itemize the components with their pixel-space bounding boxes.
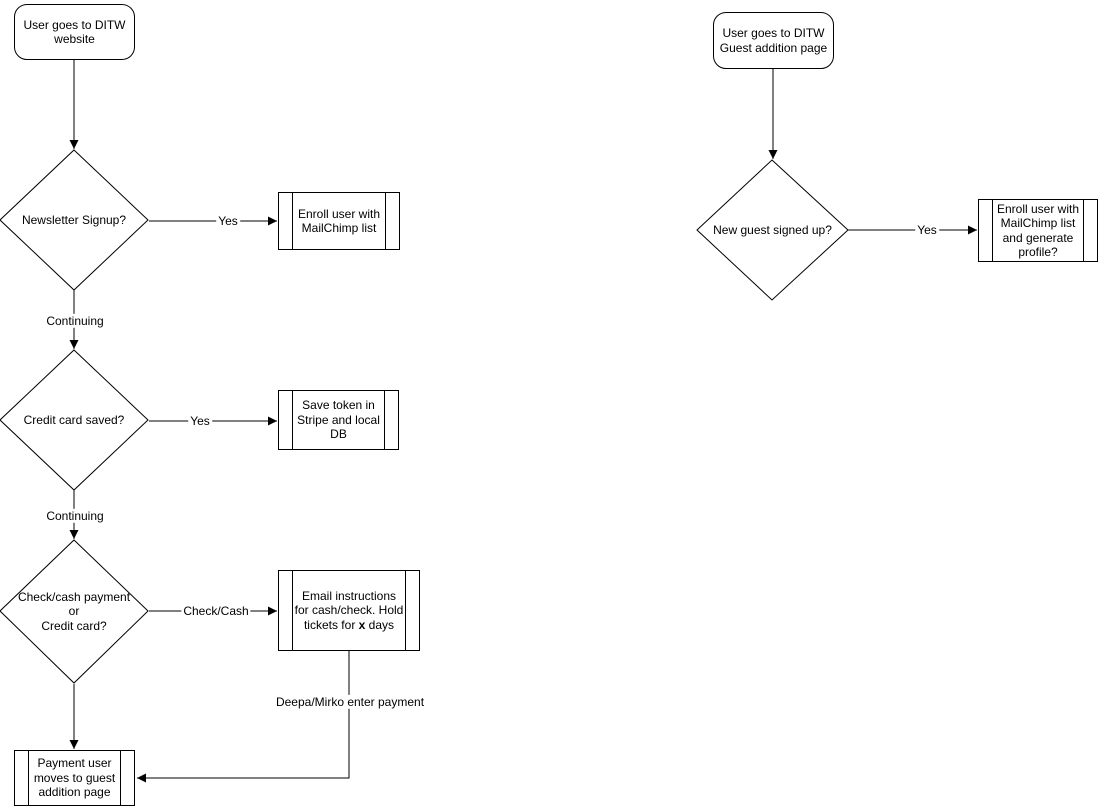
process-email-instructions: Email instructions for cash/check. Hold …: [278, 570, 420, 651]
process-payment-user-guest-page-label: Payment user moves to guest addition pag…: [33, 756, 116, 800]
edge-label-deepa-mirko: Deepa/Mirko enter payment: [273, 694, 427, 710]
process-enroll-generate-profile: Enroll user with MailChimp list and gene…: [978, 199, 1098, 262]
edge-email-to-paymentuser: [137, 651, 350, 783]
start-node-guest-addition-label: User goes to DITW Guest addition page: [719, 26, 828, 55]
decision-payment-method-shape: [0, 539, 149, 684]
edge-label-check-cash: Check/Cash: [181, 603, 251, 619]
edge-label-continuing-2: Continuing: [44, 508, 106, 524]
process-save-token: Save token in Stripe and local DB: [278, 390, 399, 450]
edge-label-yes-creditcard: Yes: [188, 413, 212, 429]
edge-label-continuing-1: Continuing: [44, 313, 106, 329]
decision-newsletter-signup-shape: [0, 149, 149, 291]
decision-new-guest-shape: [696, 159, 849, 301]
start-node-label: User goes to DITW website: [23, 17, 126, 46]
process-save-token-label: Save token in Stripe and local DB: [297, 398, 380, 442]
process-enroll-generate-profile-label: Enroll user with MailChimp list and gene…: [996, 201, 1080, 259]
process-email-instructions-label: Email instructions for cash/check. Hold …: [294, 588, 404, 632]
edge-label-yes-newsletter: Yes: [216, 213, 240, 229]
start-node-user-goes-to-ditw-website: User goes to DITW website: [14, 4, 135, 60]
process-enroll-mailchimp: Enroll user with MailChimp list: [278, 192, 400, 250]
start-node-user-goes-to-guest-addition: User goes to DITW Guest addition page: [713, 12, 834, 69]
decision-credit-card-saved-shape: [0, 349, 149, 491]
edge-label-yes-newguest: Yes: [915, 222, 939, 238]
process-enroll-mailchimp-label: Enroll user with MailChimp list: [297, 206, 381, 235]
process-payment-user-guest-page: Payment user moves to guest addition pag…: [14, 750, 135, 806]
